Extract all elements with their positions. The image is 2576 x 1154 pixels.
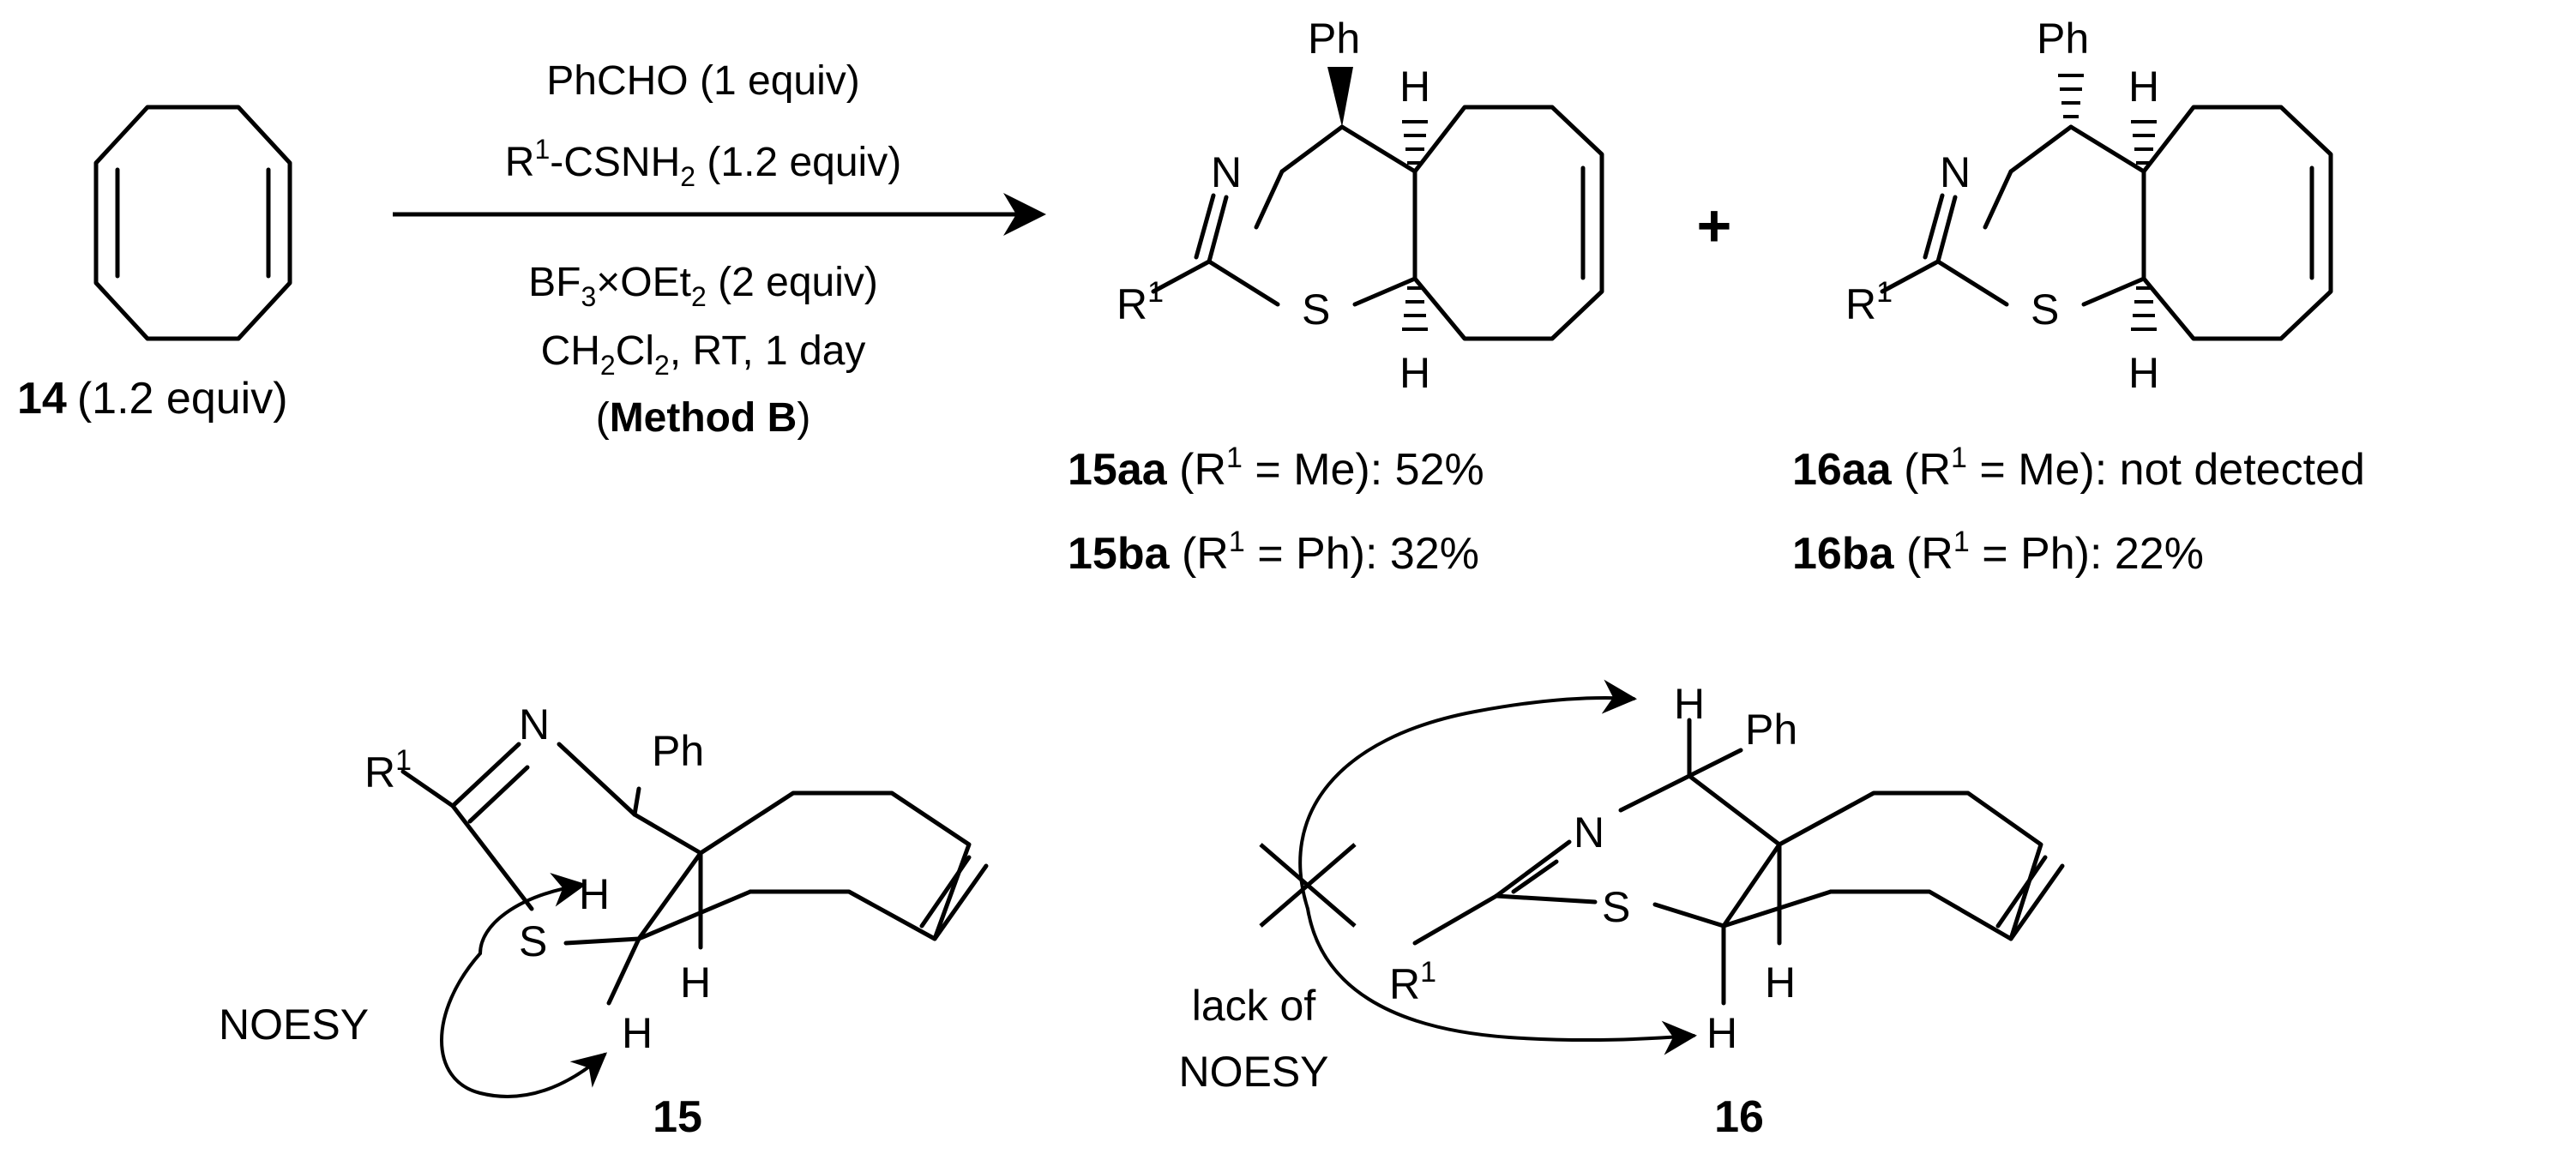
c16-s-label: S — [1602, 883, 1630, 931]
p15-r1-label: R1 — [1116, 276, 1164, 328]
c16-compound-label: 16 — [1714, 1092, 1764, 1142]
condition-line-5: (Method B) — [596, 395, 811, 441]
c16-ph-label: Ph — [1745, 706, 1797, 754]
p15-h-bottom-label: H — [1399, 349, 1430, 397]
yield-16ba: 16ba (R1 = Ph): 22% — [1792, 526, 2204, 579]
c16-h-top-label: H — [1674, 680, 1705, 728]
condition-line-2: R1-CSNH2 (1.2 equiv) — [505, 134, 901, 192]
c16-r1-label: R1 — [1389, 956, 1436, 1008]
c15-s-label: S — [519, 917, 547, 965]
c15-h-label-2: H — [680, 959, 711, 1007]
yield-15aa: 15aa (R1 = Me): 52% — [1068, 442, 1484, 495]
p16-h-top-label: H — [2128, 63, 2159, 111]
lack-noesy-arrow-bottom — [1306, 907, 1697, 1055]
c16-noesy-label: NOESY — [1178, 1048, 1328, 1096]
p15-h-top-label: H — [1399, 63, 1430, 111]
c15-compound-label: 15 — [653, 1092, 702, 1142]
yield-16aa: 16aa (R1 = Me): not detected — [1792, 442, 2365, 495]
hashed-bond-ph — [2058, 74, 2084, 118]
product-15-structure — [1151, 67, 1604, 341]
condition-line-4: CH2Cl2, RT, 1 day — [541, 328, 866, 381]
c15-h-label-1: H — [579, 870, 610, 918]
c16-lack-of-label: lack of — [1192, 982, 1316, 1030]
reactant-14-structure — [93, 105, 292, 341]
reactant-14-label: 14(1.2 equiv) — [17, 374, 288, 424]
lack-noesy-arrow-top — [1298, 679, 1637, 911]
product-16-structure — [1880, 74, 2333, 341]
c15-n-label: N — [519, 700, 550, 748]
p16-n-label: N — [1940, 148, 1971, 196]
p16-r1-label: R1 — [1845, 276, 1893, 328]
p16-ph-label: Ph — [2037, 15, 2089, 63]
conformer-15-structure — [400, 742, 989, 1006]
c16-n-label: N — [1574, 808, 1604, 856]
wedge-bond-ph — [1327, 67, 1353, 127]
yield-15ba: 15ba (R1 = Ph): 32% — [1068, 526, 1479, 579]
hashed-bond-h-bottom — [1402, 286, 1428, 331]
c15-h-label-3: H — [622, 1009, 653, 1057]
condition-line-1: PhCHO (1 equiv) — [546, 58, 859, 104]
hashed-bond-h-bottom-16 — [2131, 286, 2157, 331]
c15-ph-label: Ph — [652, 727, 704, 775]
condition-line-3: BF3×OEt2 (2 equiv) — [528, 260, 878, 312]
p15-s-label: S — [1302, 285, 1330, 334]
c16-h-label-2: H — [1765, 959, 1796, 1007]
c15-r1-label: R1 — [364, 744, 412, 796]
c15-noesy-label: NOESY — [219, 1001, 369, 1049]
cross-mark — [1259, 843, 1357, 928]
c16-h-label-3: H — [1706, 1009, 1737, 1057]
plus-sign: + — [1697, 192, 1732, 259]
p15-n-label: N — [1211, 148, 1242, 196]
p15-ph-label: Ph — [1308, 15, 1360, 63]
p16-h-bottom-label: H — [2128, 349, 2159, 397]
conformer-16-structure — [1412, 718, 2065, 1006]
p16-s-label: S — [2031, 285, 2059, 334]
noesy-arrow-15-a — [440, 952, 608, 1098]
noesy-arrow-15-b — [478, 873, 587, 955]
